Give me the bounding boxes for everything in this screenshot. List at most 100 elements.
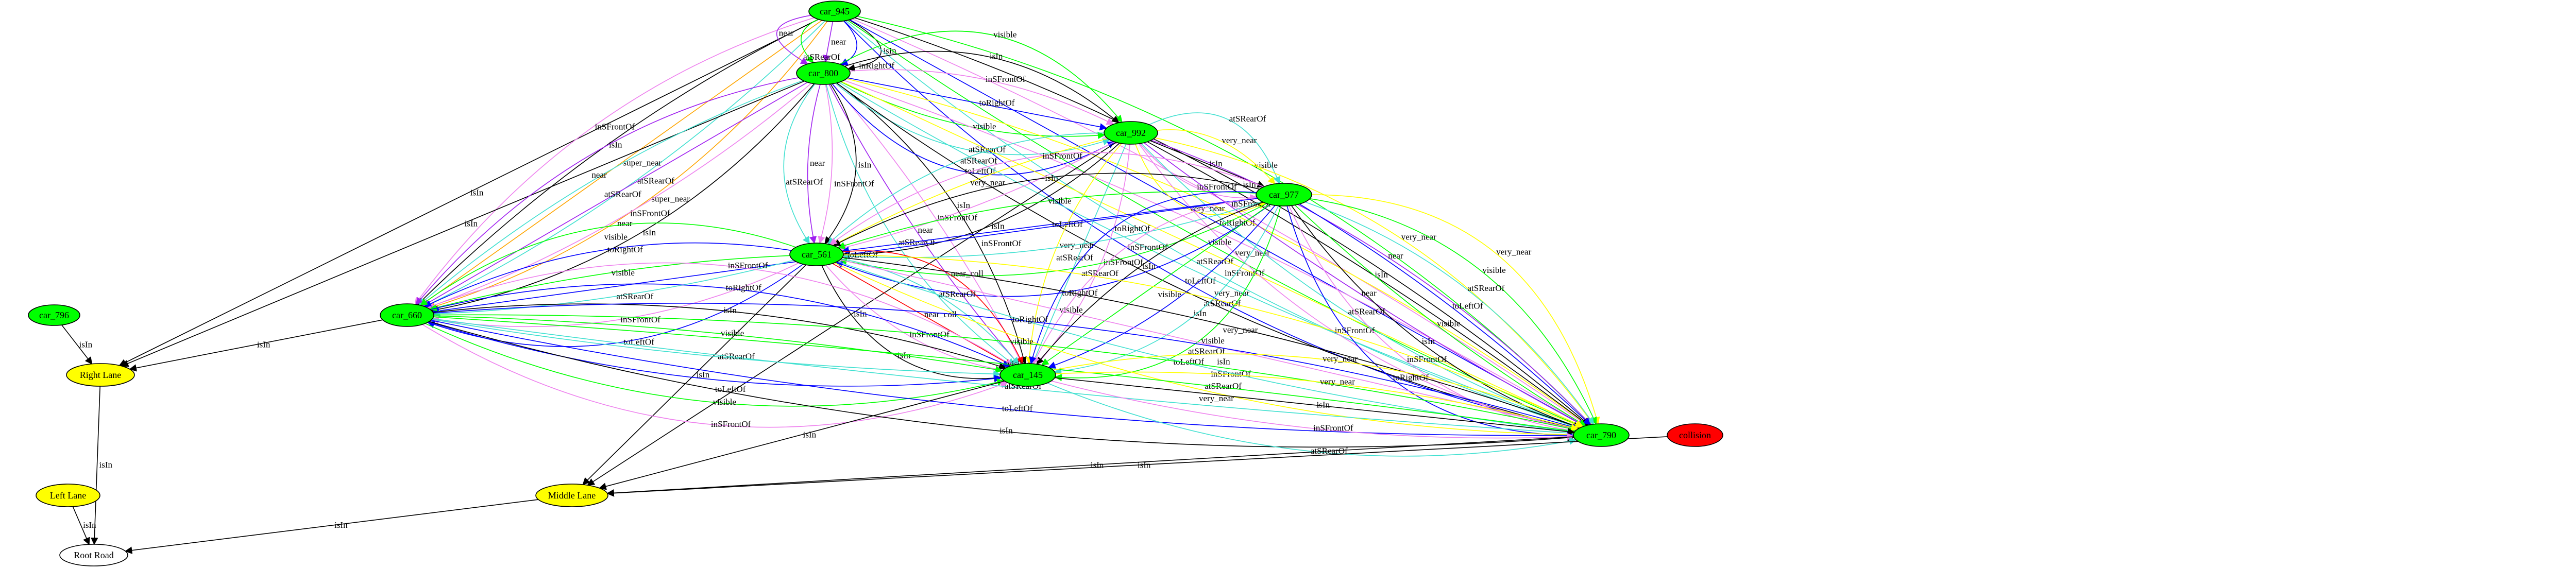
edge-label: inSFrontOf xyxy=(728,261,768,270)
edge-car_992-car_561 xyxy=(839,141,1115,251)
edge-car_660-car_790 xyxy=(431,320,1574,439)
edge-car_800-car_660 xyxy=(418,80,803,306)
edge-car_145-car_790 xyxy=(1047,382,1577,457)
edge-label: visible xyxy=(1059,305,1082,315)
edge-car_660-car_790 xyxy=(432,318,1575,437)
edge-label: toLeftOf xyxy=(1452,301,1483,311)
edge-car_561-car_660 xyxy=(433,260,794,318)
edge-car_800-car_561 xyxy=(818,84,833,244)
edge-label: toRightOf xyxy=(979,98,1015,108)
edge-car_145-car_790 xyxy=(1055,371,1579,431)
edge-car_800-car_992 xyxy=(850,69,1114,125)
edge-car_561-car_790 xyxy=(842,257,1581,429)
edge-car_561-car_145 xyxy=(825,265,1004,373)
edge-car_977-car_145 xyxy=(1029,191,1257,365)
edge-label: very_near xyxy=(1323,354,1358,364)
edge-label: inSFrontOf xyxy=(1042,151,1082,161)
edge-car_945-car_660 xyxy=(423,20,825,307)
edge-car_660-car_145 xyxy=(425,323,1005,407)
edge-label: isIn xyxy=(697,370,710,380)
edge-car_145-car_790 xyxy=(1053,353,1583,428)
edge-car_660-car_145 xyxy=(422,324,1008,428)
edge-label: toRightOf xyxy=(726,283,761,292)
node-car-790: car_790 xyxy=(1573,423,1630,447)
edge-car_992-car_790 xyxy=(1143,142,1585,427)
edge-label: visible xyxy=(1255,160,1278,170)
edge-car_800-car_145 xyxy=(836,82,1027,365)
edge-car_977-car_145 xyxy=(1048,205,1276,369)
edge-label: isIn xyxy=(803,430,817,440)
edge-label: very_near xyxy=(1235,248,1270,258)
edge-label: inSFrontOf xyxy=(1104,257,1144,267)
edge-label: isIn xyxy=(1194,308,1207,318)
edge-car_660-car_145 xyxy=(433,303,1007,370)
edge-label: near xyxy=(831,37,846,47)
node-label: car_945 xyxy=(820,6,850,16)
edge-car_800-car_790 xyxy=(841,81,1584,427)
edge-label: near xyxy=(617,218,633,228)
edge-label: toRightOf xyxy=(1012,314,1048,324)
node-car-977: car_977 xyxy=(1256,183,1312,206)
edge-car_800-car_992 xyxy=(848,77,1108,131)
edge-car_977-car_561 xyxy=(829,152,1264,245)
edge-label: atSRearOf xyxy=(616,291,653,301)
node-collision: collision xyxy=(1667,423,1723,447)
edge-label: visible xyxy=(1010,337,1033,347)
edge-label: visible xyxy=(1437,319,1460,329)
edge-label: toRightOf xyxy=(607,245,643,254)
edge-car_800-car_561 xyxy=(807,84,821,244)
edge-car_977-car_790 xyxy=(1286,205,1574,439)
edge-car_992-car_145 xyxy=(1025,143,1122,365)
edge-label: isIn xyxy=(1143,261,1156,271)
edge-car_945-car_800 xyxy=(801,19,819,63)
edge-car_660-right_lane xyxy=(129,319,383,372)
edge-car_977-car_561 xyxy=(842,201,1262,260)
edge-right_lane-root_road xyxy=(91,386,100,545)
edge-car_992-car_977 xyxy=(1149,112,1281,184)
edge-label: visible xyxy=(713,397,736,407)
edge-label: visible xyxy=(1158,289,1181,299)
edge-car_945-right_lane xyxy=(118,19,819,366)
edge-label: visible xyxy=(973,122,996,131)
edge-car_660-car_145 xyxy=(428,321,1002,387)
edge-label: atSRearOf xyxy=(1229,114,1266,124)
edge-label: toLeftOf xyxy=(965,166,996,176)
edge-car_977-car_790 xyxy=(1311,194,1600,425)
node-shape xyxy=(1667,423,1723,447)
edge-label: visible xyxy=(1482,265,1505,275)
edge-car_945-car_660 xyxy=(414,17,815,305)
edge-car_800-car_992 xyxy=(832,83,1115,176)
edge-car_977-car_790 xyxy=(1294,204,1586,426)
node-shape xyxy=(1256,183,1312,206)
edge-label: atSRearOf xyxy=(1196,256,1233,266)
edge-label: super_near xyxy=(651,194,690,204)
edge-car_800-car_660 xyxy=(422,82,808,306)
edge-car_992-middle_lane xyxy=(587,142,1117,486)
edge-car_800-right_lane xyxy=(121,80,805,367)
edge-label: inSFrontOf xyxy=(595,122,635,132)
edge-car_977-car_145 xyxy=(1054,205,1281,382)
edge-label: visible xyxy=(993,29,1016,39)
edge-car_945-car_790 xyxy=(845,20,1580,430)
edge-car_945-car_660 xyxy=(428,21,828,311)
edge-car_992-car_561 xyxy=(827,132,1105,245)
edge-car_561-car_145 xyxy=(821,265,1002,382)
node-shape xyxy=(999,363,1056,387)
edge-label: very_near xyxy=(1214,288,1249,298)
edge-car_945-car_800 xyxy=(823,21,834,63)
edge-label: inSFrontOf xyxy=(1407,354,1447,364)
node-layer: car_945car_800car_992car_977car_561car_7… xyxy=(28,1,1723,566)
edge-label: isIn xyxy=(1091,460,1104,470)
edge-label: visible xyxy=(1201,336,1225,346)
edge-label: atSRearOf xyxy=(939,289,976,299)
edge-label: isIn xyxy=(83,520,96,530)
edge-label: isIn xyxy=(858,160,872,169)
node-label: car_145 xyxy=(1013,370,1043,380)
edge-car_977-car_561 xyxy=(833,173,1260,246)
edge-label: toLeftOf xyxy=(1002,403,1033,413)
node-car-945: car_945 xyxy=(808,1,861,22)
edge-label: isIn xyxy=(723,305,737,315)
edge-car_945-car_800 xyxy=(840,21,857,65)
edge-label: toLeftOf xyxy=(848,250,878,260)
node-shape xyxy=(796,61,851,85)
